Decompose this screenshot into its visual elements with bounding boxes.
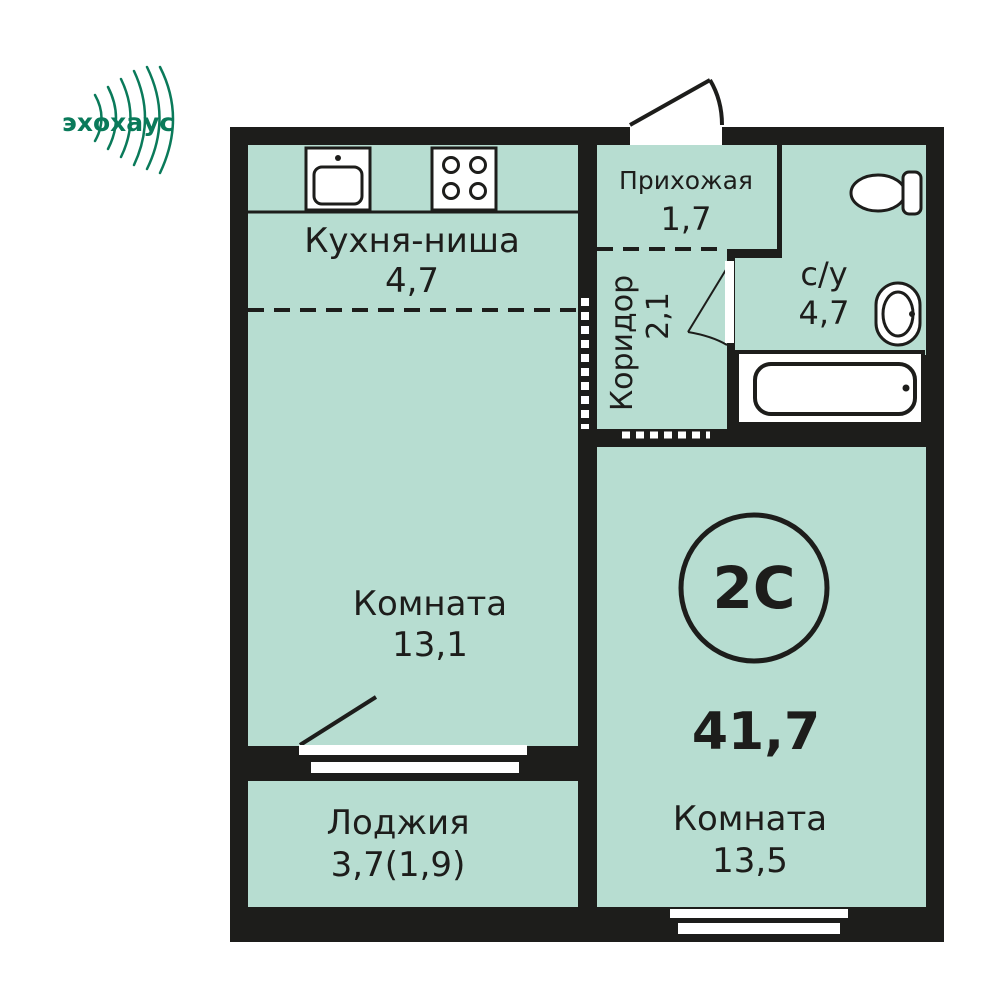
balcony-window-icon — [299, 745, 527, 755]
kitchen-room — [248, 145, 578, 310]
hall-name: Прихожая — [619, 166, 753, 195]
room1-name: Комната — [353, 584, 507, 624]
brand-logo: эхохаус — [62, 65, 175, 175]
bathroom-area: 4,7 — [799, 294, 850, 332]
loggia-name: Лоджия — [326, 803, 469, 843]
stove-icon — [430, 146, 498, 212]
corridor-area: 2,1 — [641, 292, 676, 340]
corridor-name: Коридор — [605, 275, 640, 411]
apartment-type-badge — [678, 512, 830, 664]
toilet-icon — [849, 170, 923, 216]
brand-logo-text: эхохаус — [62, 108, 174, 137]
sound-waves-icon — [93, 65, 175, 175]
entrance-opening — [630, 127, 722, 145]
room1-area: 13,1 — [392, 625, 468, 665]
kitchen-name: Кухня-ниша — [304, 221, 520, 261]
room2-window-icon — [670, 909, 848, 918]
room2-name: Комната — [673, 799, 827, 839]
hall-area: 1,7 — [661, 200, 712, 238]
sink-icon — [304, 146, 372, 212]
entrance-door-icon — [629, 78, 724, 127]
washbasin-icon — [874, 281, 922, 347]
bathroom-door-icon — [687, 267, 728, 346]
living-room-1 — [248, 310, 578, 746]
hall-corridor-area — [597, 145, 777, 429]
loggia-room — [248, 781, 578, 907]
living-room-2 — [597, 447, 926, 907]
bathroom-name: с/у — [800, 255, 847, 293]
kitchen-area: 4,7 — [385, 261, 439, 301]
total-area: 41,7 — [692, 702, 820, 762]
balcony-door-icon — [298, 695, 378, 747]
room2-area: 13,5 — [712, 841, 788, 881]
loggia-area: 3,7(1,9) — [331, 845, 466, 885]
apartment-type-text: 2С — [713, 554, 796, 622]
